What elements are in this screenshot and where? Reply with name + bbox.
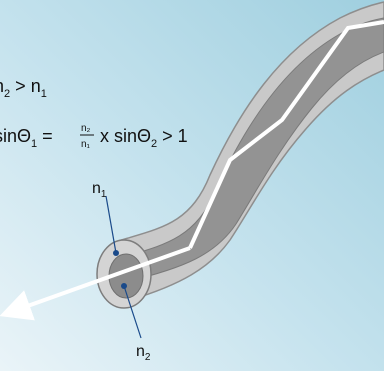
- n1-leader-line: [105, 195, 117, 254]
- n1-label: n1: [92, 180, 107, 200]
- exit-ray-arrow: [0, 246, 191, 321]
- equation-relation: > 1: [162, 126, 188, 146]
- equation-lhs: sinΘ: [0, 126, 31, 146]
- n2-label: n2: [136, 343, 151, 363]
- reflection-equation: sinΘ1 =: [0, 126, 53, 150]
- condition-rhs-var: n: [31, 76, 41, 96]
- equation-times-sub: 2: [151, 138, 157, 150]
- condition-operator: >: [15, 76, 26, 96]
- n2-var: n: [136, 343, 145, 360]
- equation-rhs: x sinΘ2 > 1: [100, 126, 188, 150]
- n1-var: n: [92, 180, 101, 197]
- equation-lhs-sub: 1: [31, 138, 37, 150]
- equation-equals: =: [42, 126, 53, 146]
- condition-rhs-sub: 1: [41, 88, 47, 100]
- n2-sub: 2: [145, 352, 151, 363]
- equation-times: x sinΘ: [100, 126, 151, 146]
- fraction-numerator: n₂: [81, 123, 91, 134]
- n1-sub: 1: [101, 189, 107, 200]
- condition-lhs-sub: 2: [4, 88, 10, 100]
- light-ray-path: [188, 20, 384, 249]
- index-condition: n2 > n1: [0, 76, 47, 100]
- fraction-denominator: n₁: [81, 139, 91, 150]
- condition-lhs-var: n: [0, 76, 4, 96]
- n2-leader-line: [123, 285, 142, 339]
